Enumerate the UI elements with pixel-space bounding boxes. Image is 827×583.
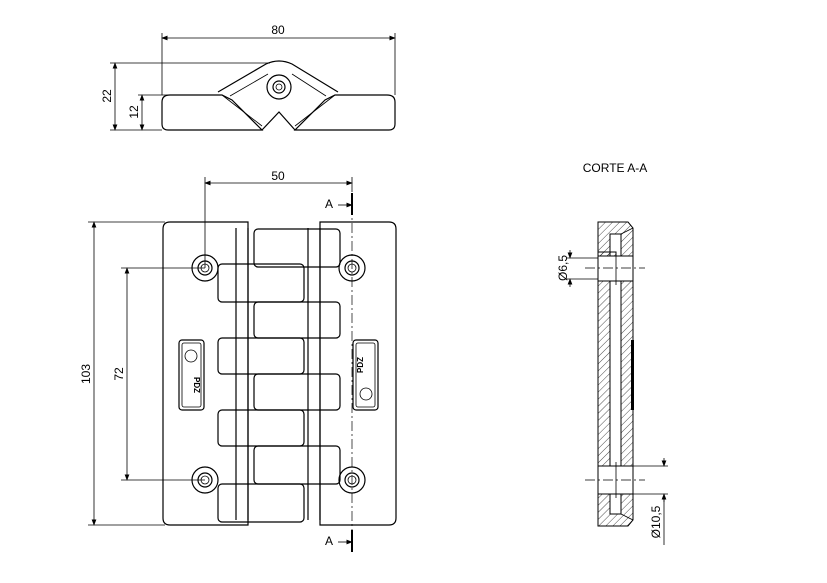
- top-right-leaf: [293, 94, 396, 131]
- knuckle-left-2: [217, 337, 305, 375]
- dim-d105-label: Ø10,5: [649, 505, 663, 538]
- knuckle-right-4: [253, 445, 341, 485]
- left-leaf-plate: [162, 221, 249, 526]
- front-view: 50 103 72: [79, 169, 397, 552]
- section-label-top: A: [325, 197, 333, 211]
- logo-left: PDZ: [178, 339, 205, 411]
- section-recess-edge-bottom: [620, 513, 634, 521]
- top-knuckle-inner: [229, 73, 327, 97]
- right-leaf-plate: [319, 221, 397, 526]
- knuckle-right-2: [253, 301, 341, 339]
- top-left-leaf-bevel: [221, 94, 263, 127]
- section-hole-top-wall: [597, 251, 617, 257]
- dim-80-label: 80: [271, 23, 285, 37]
- knuckle-right-1: [253, 228, 341, 268]
- section-logo-strip: [631, 340, 634, 410]
- logo-right-text: PDZ: [356, 357, 365, 373]
- section-hole-top: [597, 255, 634, 282]
- dim-72-label: 72: [112, 367, 126, 381]
- knuckle-right-3: [253, 373, 341, 411]
- knuckle-left-3: [217, 409, 305, 447]
- dim-50-label: 50: [271, 169, 285, 183]
- dim-12-label: 12: [127, 105, 141, 119]
- section-label-bottom: A: [325, 534, 333, 548]
- top-left-leaf: [161, 94, 264, 131]
- dim-103-label: 103: [79, 364, 93, 384]
- dim-d65-label: Ø6,5: [556, 255, 570, 281]
- hole-top-left: [191, 254, 219, 282]
- section-view: CORTE A-A Ø6,5 Ø10,5: [556, 161, 668, 545]
- top-knuckle-notch: [261, 111, 296, 131]
- logo-right: PDZ: [352, 339, 379, 411]
- top-knuckle-outline: [217, 60, 339, 93]
- hole-bottom-left: [191, 466, 219, 494]
- section-recess-edge-top: [620, 227, 634, 235]
- top-view: 80 22 12: [100, 23, 396, 131]
- top-pin-outer: [266, 74, 292, 100]
- top-right-leaf-bevel: [294, 94, 336, 127]
- dim-22-label: 22: [100, 89, 114, 103]
- top-pin-inner: [272, 80, 286, 94]
- knuckle-left-1: [217, 263, 305, 303]
- knuckle-left-4: [217, 483, 305, 523]
- top-pin-core: [275, 83, 283, 91]
- section-title: CORTE A-A: [583, 161, 647, 175]
- logo-left-text: PDZ: [192, 377, 201, 393]
